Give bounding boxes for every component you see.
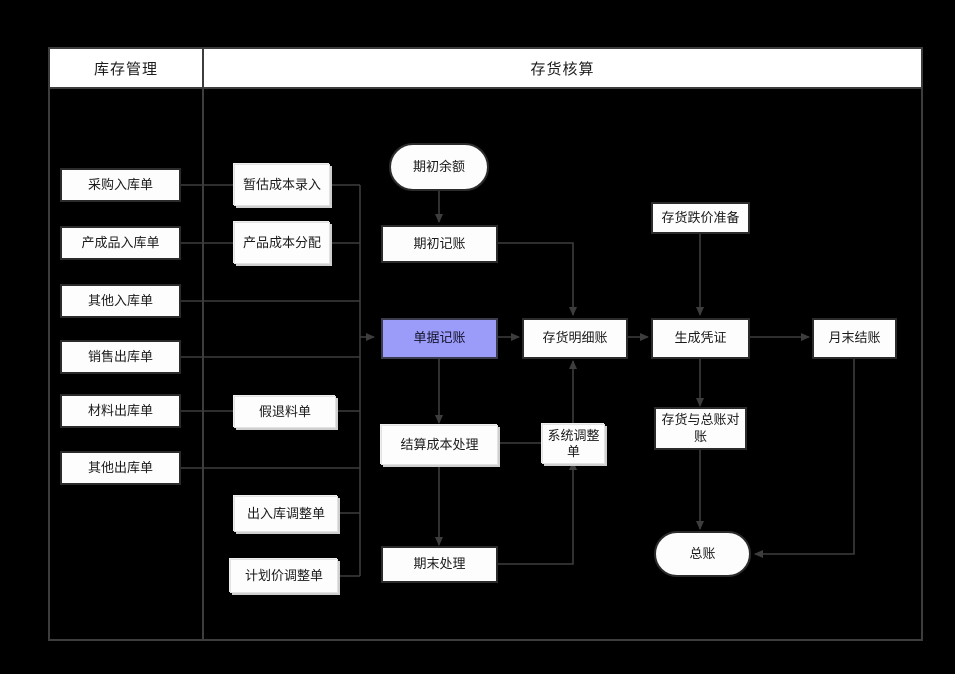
node-inventory-detail-ledger[interactable]: 存货明细账 <box>522 318 628 359</box>
node-label: 期末处理 <box>413 556 466 572</box>
node-system-adjustment-doc[interactable]: 系统调整单 <box>542 424 605 464</box>
node-label: 材料出库单 <box>87 402 153 418</box>
header-inventory-accounting: 存货核算 <box>202 47 923 89</box>
node-purchase-in[interactable]: 采购入库单 <box>60 168 181 202</box>
node-period-end-processing[interactable]: 期末处理 <box>381 546 498 583</box>
column-divider <box>202 47 204 641</box>
node-in-out-adjustment[interactable]: 出入库调整单 <box>234 496 338 532</box>
node-label: 总账 <box>689 545 716 561</box>
node-label: 暂估成本录入 <box>242 176 321 192</box>
node-label: 生成凭证 <box>674 330 727 346</box>
node-inventory-gl-reconciliation[interactable]: 存货与总账对账 <box>654 407 747 450</box>
node-sales-out[interactable]: 销售出库单 <box>60 340 181 374</box>
node-opening-posting[interactable]: 期初记账 <box>381 225 498 263</box>
node-product-cost-allocation[interactable]: 产品成本分配 <box>234 222 330 264</box>
node-label: 采购入库单 <box>87 176 153 192</box>
node-finished-goods-in[interactable]: 产成品入库单 <box>60 226 181 260</box>
node-estimated-cost-entry[interactable]: 暂估成本录入 <box>234 164 330 206</box>
node-planned-price-adjustment[interactable]: 计划价调整单 <box>230 559 338 593</box>
node-label: 假退料单 <box>258 403 311 419</box>
node-label: 存货明细账 <box>542 330 608 346</box>
node-generate-voucher[interactable]: 生成凭证 <box>651 318 750 359</box>
node-label: 其他出库单 <box>87 459 153 475</box>
node-other-out[interactable]: 其他出库单 <box>60 451 181 485</box>
node-inventory-impairment[interactable]: 存货跌价准备 <box>651 202 750 234</box>
node-label: 单据记账 <box>413 330 466 346</box>
node-settlement-cost-processing[interactable]: 结算成本处理 <box>381 425 498 465</box>
node-label: 期初余额 <box>412 158 465 174</box>
node-label: 产成品入库单 <box>81 234 160 250</box>
node-label: 产品成本分配 <box>242 234 321 250</box>
node-label: 计划价调整单 <box>244 567 323 583</box>
node-label: 其他入库单 <box>87 292 153 308</box>
node-label: 销售出库单 <box>87 348 153 364</box>
node-other-in[interactable]: 其他入库单 <box>60 284 181 318</box>
node-opening-balance[interactable]: 期初余额 <box>389 143 489 191</box>
node-label: 存货跌价准备 <box>661 209 740 225</box>
node-label: 月末结账 <box>828 330 881 346</box>
node-general-ledger[interactable]: 总账 <box>654 531 751 577</box>
node-label: 期初记账 <box>413 235 466 251</box>
header-left-label: 库存管理 <box>93 60 158 78</box>
node-label: 存货与总账对账 <box>661 412 740 444</box>
node-label: 系统调整单 <box>547 427 600 459</box>
node-document-posting[interactable]: 单据记账 <box>381 318 498 359</box>
node-false-return-material[interactable]: 假退料单 <box>234 396 336 428</box>
node-label: 结算成本处理 <box>400 436 479 452</box>
header-inventory-management: 库存管理 <box>48 47 204 89</box>
node-material-out[interactable]: 材料出库单 <box>60 394 181 428</box>
node-month-end-closing[interactable]: 月末结账 <box>812 318 897 359</box>
header-right-label: 存货核算 <box>530 60 595 78</box>
node-label: 出入库调整单 <box>246 505 325 521</box>
